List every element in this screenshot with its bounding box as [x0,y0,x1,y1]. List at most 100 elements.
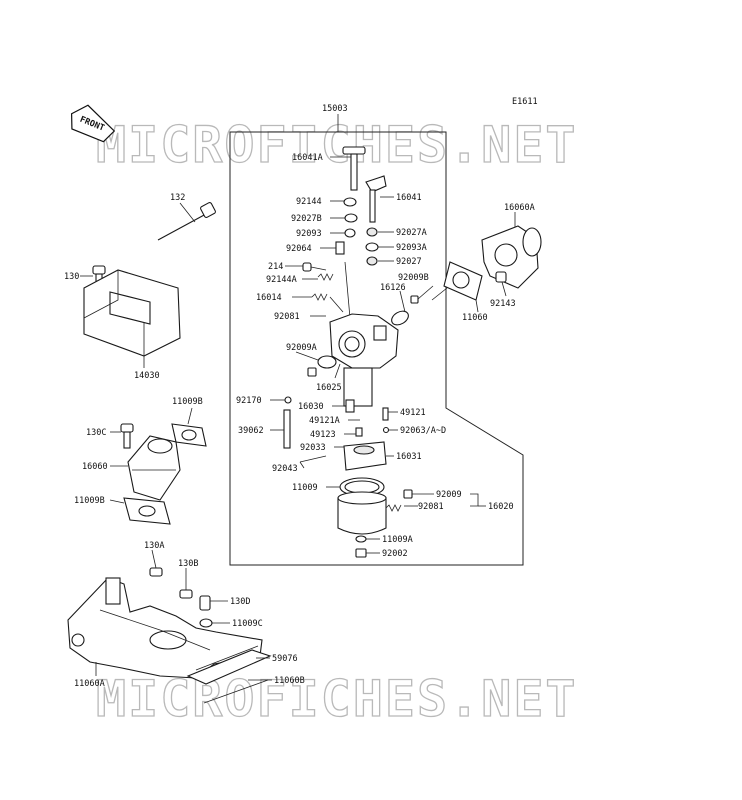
label-49123: 49123 [310,430,336,440]
label-92033: 92033 [300,443,326,453]
jet-92063 [382,426,390,434]
label-92064: 92064 [286,244,312,254]
label-130A: 130A [144,541,164,551]
throttle-shaft-part [342,146,366,191]
seal-92027B [344,213,358,223]
collar-92064 [335,241,345,255]
front-arrow-icon: FRONT [70,104,116,143]
needle-16030 [345,399,355,413]
pin-92170 [284,396,292,404]
gasket-11009A [355,535,367,543]
label-16041: 16041 [396,193,422,203]
watermark-bottom: MICROFICHES.NET [96,670,578,728]
bolt-132 [157,202,216,241]
label-16025: 16025 [316,383,342,393]
gasket-11009C [199,618,213,628]
label-130: 130 [64,272,79,282]
watermark-top: MICROFICHES.NET [96,116,578,174]
gasket-11009B-top [171,423,207,447]
label-15003: 15003 [322,104,348,114]
gasket-11060B [203,679,269,704]
jet-49123 [355,427,363,437]
carburetor-assembly-box [229,131,524,566]
label-92143: 92143 [490,299,516,309]
label-92093: 92093 [296,229,322,239]
label-92063: 92063/A~D [400,426,446,436]
screw-214 [302,262,327,272]
manifold-11060A [67,577,263,679]
label-92009B: 92009B [398,273,429,283]
label-132: 132 [170,193,185,203]
label-92009: 92009 [436,490,462,500]
label-92043: 92043 [272,464,298,474]
label-130D: 130D [230,597,250,607]
gasket-11009B-bottom [123,497,171,525]
bolt-92002 [355,548,367,558]
label-16041A: 16041A [292,153,323,163]
label-92144: 92144 [296,197,322,207]
bracket-14030 [83,269,181,357]
washer-92093 [344,228,356,238]
label-11060B: 11060B [274,676,305,686]
label-92081b: 92081 [418,502,444,512]
label-16126: 16126 [380,283,406,293]
jet-49121 [382,407,389,421]
label-130B: 130B [178,559,198,569]
float-16031 [343,441,387,471]
label-92027A: 92027A [396,228,427,238]
spring-92043 [299,455,327,463]
label-92009A: 92009A [286,343,317,353]
label-49121: 49121 [400,408,426,418]
float-bowl-16020 [337,491,387,535]
screw-92009B [410,295,419,304]
label-92093A: 92093A [396,243,427,253]
bolt-130D [199,595,211,611]
label-92081a: 92081 [274,312,300,322]
label-11009B-bottom: 11009B [74,496,105,506]
insulator-16060A [481,225,542,289]
label-11060: 11060 [462,313,488,323]
label-92027: 92027 [396,257,422,267]
label-92002: 92002 [382,549,408,559]
diagram-code: E1611 [512,97,538,107]
label-16020: 16020 [488,502,514,512]
intake-pipe-16060 [127,435,181,501]
label-11009: 11009 [292,483,318,493]
bolt-130A [149,567,163,577]
bolt-130B [179,589,193,599]
carburetor-body-part [329,313,399,407]
seal-92027A [366,227,378,237]
label-16030: 16030 [298,402,324,412]
float-pin-39062 [283,409,291,449]
label-11009A: 11009A [382,535,413,545]
label-59076: 59076 [272,654,298,664]
screw-92009 [403,489,413,499]
washer-92093A [365,242,379,252]
label-16060A: 16060A [504,203,535,213]
label-11009B-top: 11009B [172,397,203,407]
label-130C: 130C [86,428,106,438]
label-14030: 14030 [134,371,160,381]
label-92170: 92170 [236,396,262,406]
label-11060A: 11060A [74,679,105,689]
seal-92144 [343,197,357,207]
label-16060: 16060 [82,462,108,472]
label-92027B: 92027B [291,214,322,224]
label-39062: 39062 [238,426,264,436]
spring-92144A [317,273,334,281]
seal-92027 [366,256,378,266]
throttle-plate-part [307,355,337,377]
label-16031: 16031 [396,452,422,462]
gasket-11060 [443,261,483,301]
idle-screw-16014 [311,293,344,313]
label-16014: 16014 [256,293,282,303]
label-11009C: 11009C [232,619,263,629]
plate-59076 [186,645,272,685]
label-214: 214 [268,262,283,272]
label-92144A: 92144A [266,275,297,285]
choke-shaft-part [365,175,387,223]
label-49121A: 49121A [309,416,340,426]
bolt-130C [120,423,134,449]
